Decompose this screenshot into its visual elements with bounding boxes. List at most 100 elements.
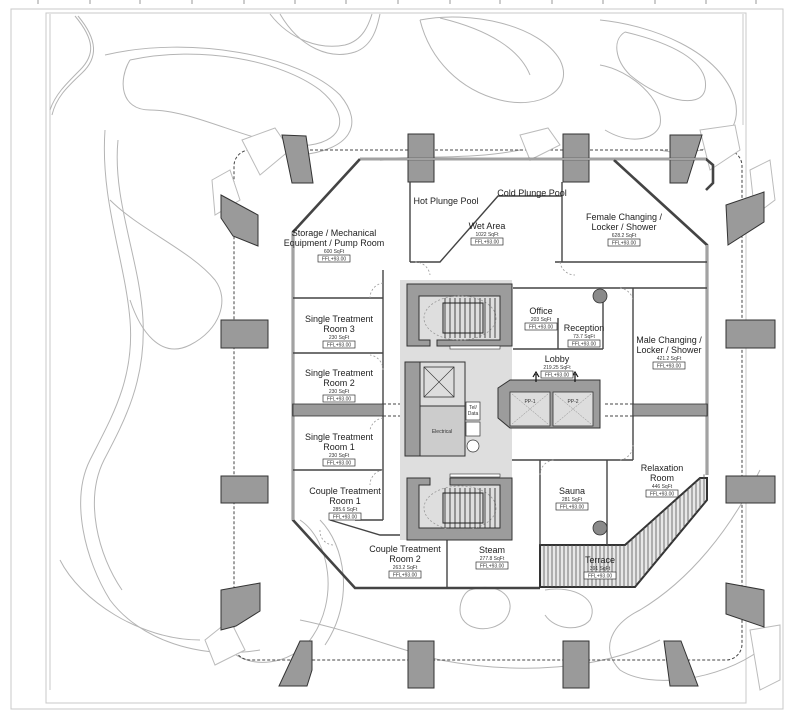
column [278, 640, 313, 687]
room-name: Couple Treatment [369, 544, 441, 554]
room-area: 219.25 SqFt [543, 365, 571, 371]
beams [292, 288, 708, 536]
room-area: 73.7 SqFt [573, 334, 595, 340]
room-name: Cold Plunge Pool [497, 188, 567, 198]
columns [220, 133, 776, 689]
room-area: 1022 SqFt [475, 232, 499, 238]
room-area: 421.2 SqFt [657, 356, 682, 362]
room-ffl: FFL+93.00 [327, 461, 352, 467]
room-ffl: FFL+93.00 [612, 241, 637, 247]
column [281, 134, 314, 184]
grid-ticks [37, 0, 757, 4]
room-name: Hot Plunge Pool [413, 196, 478, 206]
core [400, 280, 601, 541]
ffl-tag [652, 361, 686, 370]
room-ffl: FFL+93.00 [480, 564, 505, 570]
room-name: Room 2 [323, 378, 355, 388]
room-name: Couple Treatment [309, 486, 381, 496]
room-name: Room 2 [389, 554, 421, 564]
ffl-tag [645, 489, 679, 498]
ffl-tag [322, 458, 356, 467]
room-ffl: FFL+93.00 [529, 325, 554, 331]
column [663, 640, 699, 687]
ffl-tag [388, 570, 422, 579]
exterior-walls [291, 157, 715, 590]
room-name: Relaxation [641, 463, 684, 473]
room-area: 230 SqFt [329, 389, 350, 395]
room-ffl: FFL+93.00 [393, 573, 418, 579]
room-name: Single Treatment [305, 368, 374, 378]
ffl-tag [583, 571, 617, 580]
room-name: Storage / Mechanical [292, 228, 377, 238]
electrical-label: Electrical [432, 429, 452, 435]
room-ffl: FFL+93.00 [657, 364, 682, 370]
room-area: 628.2 SqFt [612, 233, 637, 239]
outer-column-shadows [204, 124, 781, 691]
room-name: Male Changing / [636, 335, 702, 345]
room-name: Single Treatment [305, 314, 374, 324]
room-name: Sauna [559, 486, 585, 496]
ffl-tag [567, 339, 601, 348]
ffl-tag [524, 322, 558, 331]
room-cold-plunge-pool: Cold Plunge Pool [497, 188, 567, 198]
room-name: Wet Area [469, 221, 506, 231]
room-ffl: FFL+93.00 [545, 373, 570, 379]
room-area: 263.2 SqFt [393, 565, 418, 571]
room-name: Room [650, 473, 674, 483]
room-ffl: FFL+93.00 [322, 257, 347, 263]
room-area: 203 SqFt [531, 317, 552, 323]
room-area: 230 SqFt [329, 335, 350, 341]
room-area: 277.8 SqFt [480, 556, 505, 562]
room-ffl: FFL+93.00 [327, 397, 352, 403]
ffl-tag [317, 254, 351, 263]
stairs [423, 295, 501, 531]
room-name: Room 1 [329, 496, 361, 506]
room-area: 600 SqFt [324, 249, 345, 255]
column [220, 194, 259, 247]
room-name: Office [529, 306, 552, 316]
ffl-tag [555, 502, 589, 511]
column [725, 582, 765, 628]
room-ffl: FFL+93.00 [560, 505, 585, 511]
room-ffl: FFL+93.00 [333, 515, 358, 521]
room-name: Locker / Shower [636, 345, 701, 355]
room-area: 446 SqFt [652, 484, 673, 490]
slab-edge [233, 149, 743, 661]
column [220, 582, 261, 631]
column [220, 319, 269, 349]
room-ffl: FFL+93.00 [475, 240, 500, 246]
column [725, 191, 765, 246]
column [725, 319, 776, 349]
room-name: Reception [564, 323, 605, 333]
room-hot-plunge-pool: Hot Plunge Pool [413, 196, 478, 206]
room-name: Terrace [585, 555, 615, 565]
ffl-tag [322, 340, 356, 349]
lift-label: PP-2 [567, 399, 578, 405]
ffl-tag [475, 561, 509, 570]
room-name: Equipment / Pump Room [284, 238, 385, 248]
landscape-curves [49, 13, 761, 681]
room-name: Locker / Shower [591, 222, 656, 232]
terrace-hatch [539, 474, 708, 588]
room-name: Female Changing / [586, 212, 663, 222]
room-name: Room 3 [323, 324, 355, 334]
room-area: 230 SqFt [329, 453, 350, 459]
room-ffl: FFL+93.00 [327, 343, 352, 349]
